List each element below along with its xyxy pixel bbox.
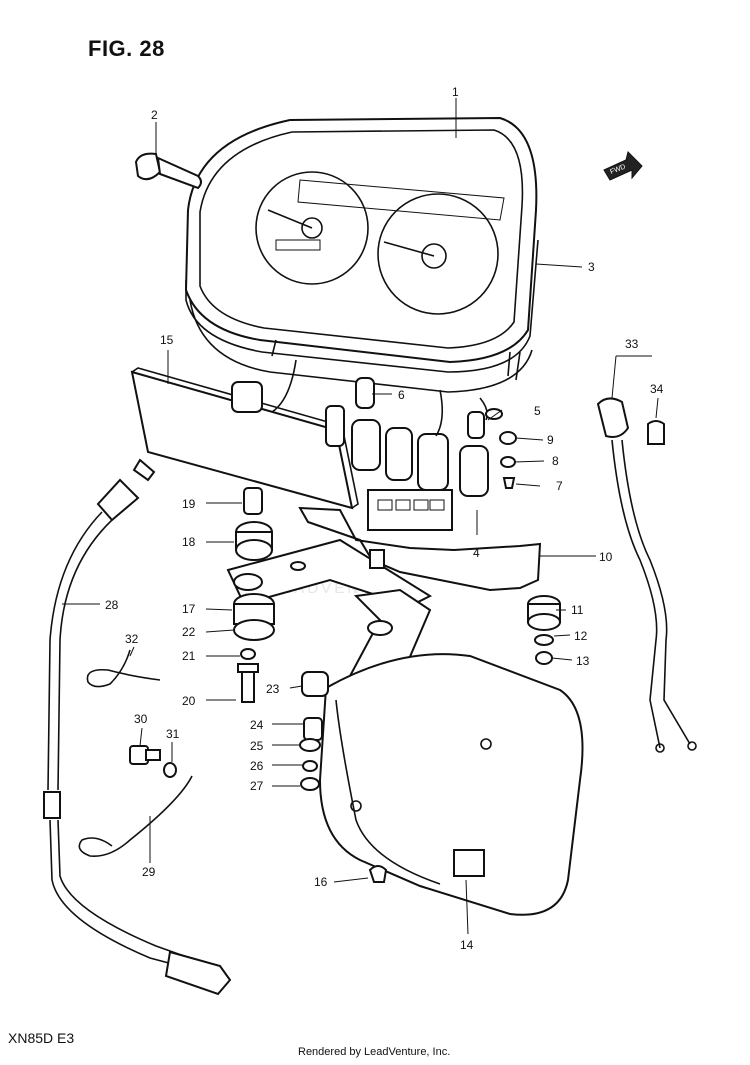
callout-34: 34 <box>650 382 664 396</box>
callout-24: 24 <box>250 718 264 732</box>
callout-29: 29 <box>142 865 156 879</box>
callout-30: 30 <box>134 712 148 726</box>
callout-2: 2 <box>151 108 158 122</box>
meter-assembly <box>184 116 539 393</box>
model-code: XN85D E3 <box>8 1030 75 1046</box>
callout-16: 16 <box>314 875 328 889</box>
callout-9: 9 <box>547 433 554 447</box>
render-credit: Rendered by LeadVenture, Inc. <box>298 1046 451 1058</box>
callout-18: 18 <box>182 535 196 549</box>
leader-lines <box>62 98 659 935</box>
callout-19: 19 <box>182 497 196 511</box>
callout-11: 11 <box>571 603 584 617</box>
callout-26: 26 <box>250 759 264 773</box>
socket-cluster <box>231 359 489 531</box>
callout-27: 27 <box>250 779 264 793</box>
callout-17: 17 <box>182 602 196 616</box>
callout-31: 31 <box>166 727 180 741</box>
small-hardware-right <box>485 408 517 489</box>
callout-14: 14 <box>460 938 474 952</box>
callout-13: 13 <box>576 654 590 668</box>
callout-21: 21 <box>182 649 196 663</box>
callout-1: 1 <box>452 85 459 99</box>
callout-23: 23 <box>266 682 280 696</box>
callout-25: 25 <box>250 739 264 753</box>
callout-3: 3 <box>588 260 595 274</box>
callout-15: 15 <box>160 333 174 347</box>
clip-32 <box>86 649 161 688</box>
callout-6: 6 <box>398 388 405 402</box>
callout-7: 7 <box>556 479 563 493</box>
screw-16 <box>368 865 388 883</box>
callout-22: 22 <box>182 625 196 639</box>
fwd-arrow-icon: FWD <box>603 151 643 181</box>
lower-cover-14 <box>318 653 584 916</box>
callout-8: 8 <box>552 454 559 468</box>
lamp-harness-33 <box>596 397 697 753</box>
callout-10: 10 <box>599 550 613 564</box>
callout-12: 12 <box>574 629 588 643</box>
speedometer-cable-28 <box>43 458 232 996</box>
callout-5: 5 <box>534 404 541 418</box>
figure-title: FIG. 28 <box>88 36 165 61</box>
callout-28: 28 <box>105 598 119 612</box>
bolt-30 <box>129 745 177 778</box>
callout-4: 4 <box>473 546 480 560</box>
callout-32: 32 <box>125 632 139 646</box>
callout-33: 33 <box>625 337 639 351</box>
callout-numbers: 1 2 3 4 5 6 7 8 9 10 11 12 13 14 15 16 1… <box>105 85 664 952</box>
hardware-right <box>527 595 561 665</box>
wire-29 <box>78 775 193 857</box>
bulb-2 <box>134 152 202 190</box>
callout-20: 20 <box>182 694 196 708</box>
hardware-left <box>233 487 385 791</box>
